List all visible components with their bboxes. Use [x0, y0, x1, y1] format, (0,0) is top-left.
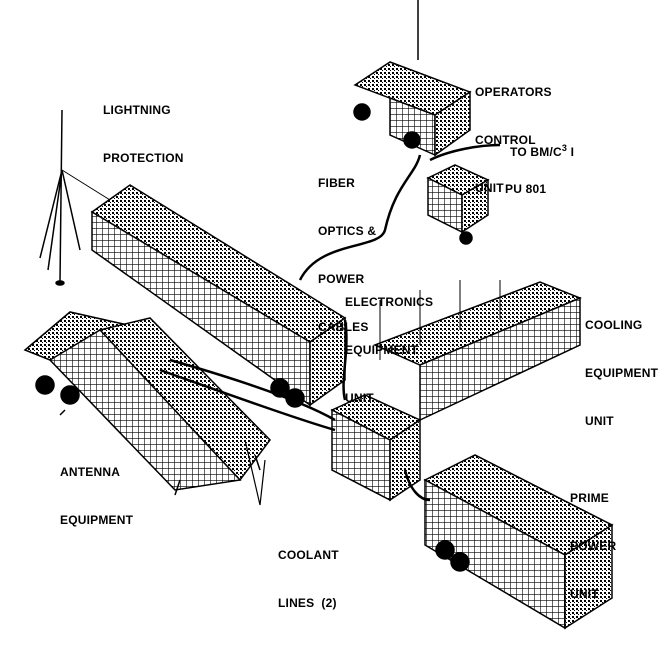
label-line: LINES (2): [278, 596, 337, 610]
label-line: ELECTRONICS: [345, 295, 434, 309]
prime-power-unit: [423, 454, 614, 630]
label-lightning-protection: LIGHTNING PROTECTION: [103, 70, 184, 182]
label-line: LIGHTNING: [103, 103, 171, 117]
label-line: POWER: [318, 272, 365, 286]
label-fiber-optics: FIBER OPTICS & POWER CABLES: [318, 143, 376, 351]
label-line: UNIT: [345, 391, 374, 405]
label-line: OPTICS &: [318, 224, 377, 238]
label-electronics-equipment-unit: ELECTRONICS EQUIPMENT UNIT: [345, 262, 433, 422]
label-to-bmc3i: TO BM/C3 I: [510, 140, 574, 160]
label-prime-power-unit: PRIME POWER UNIT: [570, 458, 616, 618]
label-line: UNIT: [585, 414, 614, 428]
label-line: OPERATORS: [475, 85, 552, 99]
operators-control-unit: [353, 0, 472, 157]
label-line: PRIME: [570, 491, 610, 505]
label-pu-801: PU 801: [505, 182, 547, 196]
label-line: EQUIPMENT: [60, 513, 134, 527]
label-line: CABLES: [318, 320, 369, 334]
label-cooling-equipment-unit: COOLING EQUIPMENT UNIT: [585, 285, 658, 445]
label-line: EQUIPMENT: [585, 366, 659, 380]
label-text: TO BM/C: [510, 145, 562, 159]
electronics-equipment-unit: [90, 184, 347, 408]
label-sup: 3: [561, 143, 568, 153]
label-line: FIBER: [318, 176, 355, 190]
label-coolant-lines: COOLANT LINES (2): [278, 515, 339, 627]
label-text: I: [570, 145, 575, 159]
label-line: PROTECTION: [103, 151, 184, 165]
cables: [159, 143, 501, 506]
label-line: CONTROL: [475, 133, 536, 147]
label-line: EQUIPMENT: [345, 343, 419, 357]
label-line: UNIT: [475, 181, 504, 195]
label-operators-control-unit: OPERATORS CONTROL UNIT: [475, 52, 552, 212]
label-line: UNIT: [570, 587, 599, 601]
label-line: COOLING: [585, 318, 643, 332]
label-antenna-equipment: ANTENNA EQUIPMENT: [60, 432, 133, 544]
shelter: [330, 394, 422, 502]
pu-801-generator: [426, 164, 490, 245]
antenna-equipment: [23, 311, 271, 496]
label-line: COOLANT: [278, 548, 339, 562]
label-line: ANTENNA: [60, 465, 121, 479]
cooling-equipment-unit: [373, 280, 582, 422]
label-line: POWER: [570, 539, 617, 553]
